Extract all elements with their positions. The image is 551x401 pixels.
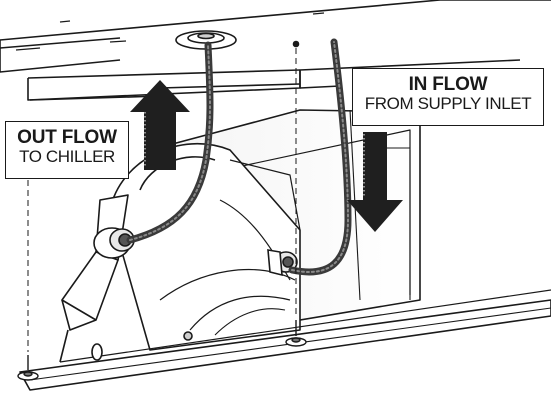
screw-center-icon — [285, 320, 307, 347]
out-flow-detail: TO CHILLER — [19, 146, 115, 166]
out-flow-callout: OUT FLOW TO CHILLER — [5, 121, 129, 179]
top-boss — [175, 30, 300, 50]
in-flow-callout: IN FLOW FROM SUPPLY INLET — [352, 68, 544, 126]
in-flow-heading: IN FLOW — [408, 74, 488, 95]
outlet-fitting — [93, 227, 135, 259]
hoses — [126, 38, 352, 276]
out-flow-arrow-icon — [130, 80, 190, 170]
screw-left-icon — [17, 355, 39, 381]
out-flow-heading: OUT FLOW — [17, 127, 117, 148]
in-flow-arrow-icon — [347, 132, 403, 232]
in-flow-detail: FROM SUPPLY INLET — [364, 93, 532, 113]
